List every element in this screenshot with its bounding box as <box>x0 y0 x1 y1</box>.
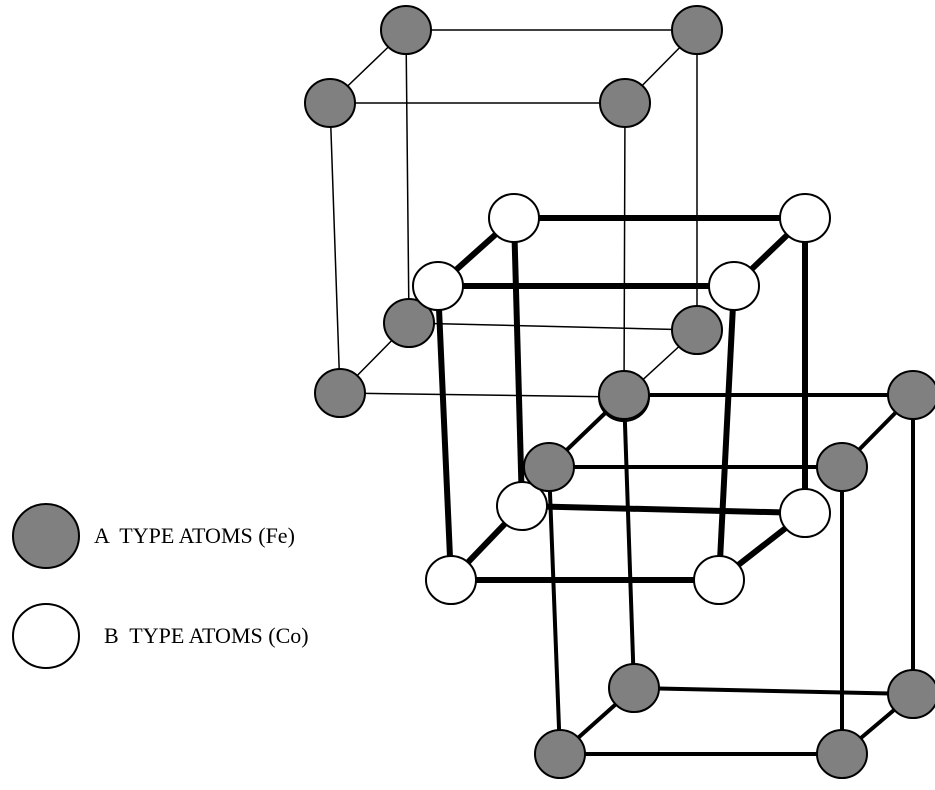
a-atom <box>314 368 366 418</box>
atoms-back-cube-a <box>304 5 723 422</box>
legend-a-label: A TYPE ATOMS (Fe) <box>94 523 295 548</box>
b-atom <box>488 193 540 243</box>
bond-line <box>622 393 636 690</box>
bond-line-thick <box>435 283 454 583</box>
b-atom <box>425 555 477 605</box>
bond-line <box>339 392 625 398</box>
b-atom <box>779 488 831 538</box>
b-atom <box>693 555 745 605</box>
a-atom <box>608 663 660 713</box>
a-atom <box>671 5 723 55</box>
a-atom <box>383 298 435 348</box>
bond-line <box>623 102 626 398</box>
bond-line <box>547 465 562 756</box>
bond-line <box>408 322 698 331</box>
a-atom <box>380 5 432 55</box>
b-atom <box>708 261 760 311</box>
a-atom <box>534 729 586 779</box>
bond-line-thick <box>519 503 808 516</box>
a-atom <box>598 370 650 420</box>
a-atom <box>887 370 935 420</box>
b-atom <box>779 193 831 243</box>
legend-a-atom-icon <box>12 503 80 569</box>
a-atom <box>816 729 868 779</box>
a-atom <box>671 305 723 355</box>
bond-line <box>329 102 341 394</box>
a-atom <box>523 442 575 492</box>
legend-b-label: B TYPE ATOMS (Co) <box>104 623 309 648</box>
bond-line <box>632 686 915 696</box>
bond-line-thick <box>511 215 525 509</box>
a-atom <box>816 442 868 492</box>
b-atom <box>496 481 548 531</box>
a-atom <box>599 78 651 128</box>
atoms-cube-b <box>412 193 831 605</box>
legend <box>12 503 80 669</box>
bond-line <box>405 29 410 324</box>
bond-line-thick <box>716 283 737 583</box>
b-atom <box>412 261 464 311</box>
legend-b-atom-icon <box>12 603 80 669</box>
atoms-front-cube-a <box>523 370 935 779</box>
a-atom <box>887 669 935 719</box>
a-atom <box>304 78 356 128</box>
